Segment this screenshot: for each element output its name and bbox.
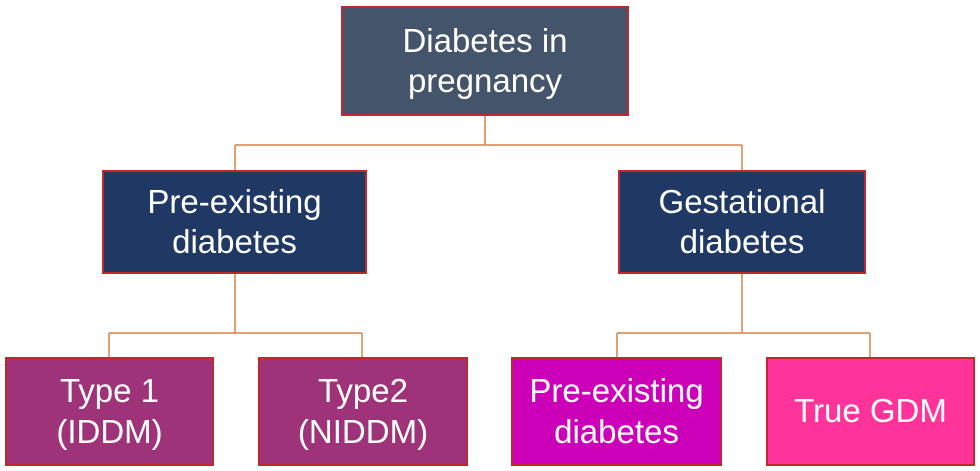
- node-gestational-pre-existing-diabetes: Pre-existing diabetes: [511, 357, 722, 466]
- node-type-2-niddm: Type2 (NIDDM): [258, 357, 468, 466]
- node-type-1-iddm: Type 1 (IDDM): [5, 357, 214, 466]
- connector-gest-to-subtypes: [616, 274, 871, 357]
- node-true-gdm: True GDM: [766, 357, 975, 466]
- connector-pre-to-types: [108, 274, 363, 357]
- node-gestational-diabetes: Gestational diabetes: [618, 170, 866, 274]
- connector-root-to-level2: [234, 116, 743, 170]
- node-pre-existing-diabetes: Pre-existing diabetes: [102, 170, 367, 274]
- node-diabetes-in-pregnancy: Diabetes in pregnancy: [341, 6, 629, 116]
